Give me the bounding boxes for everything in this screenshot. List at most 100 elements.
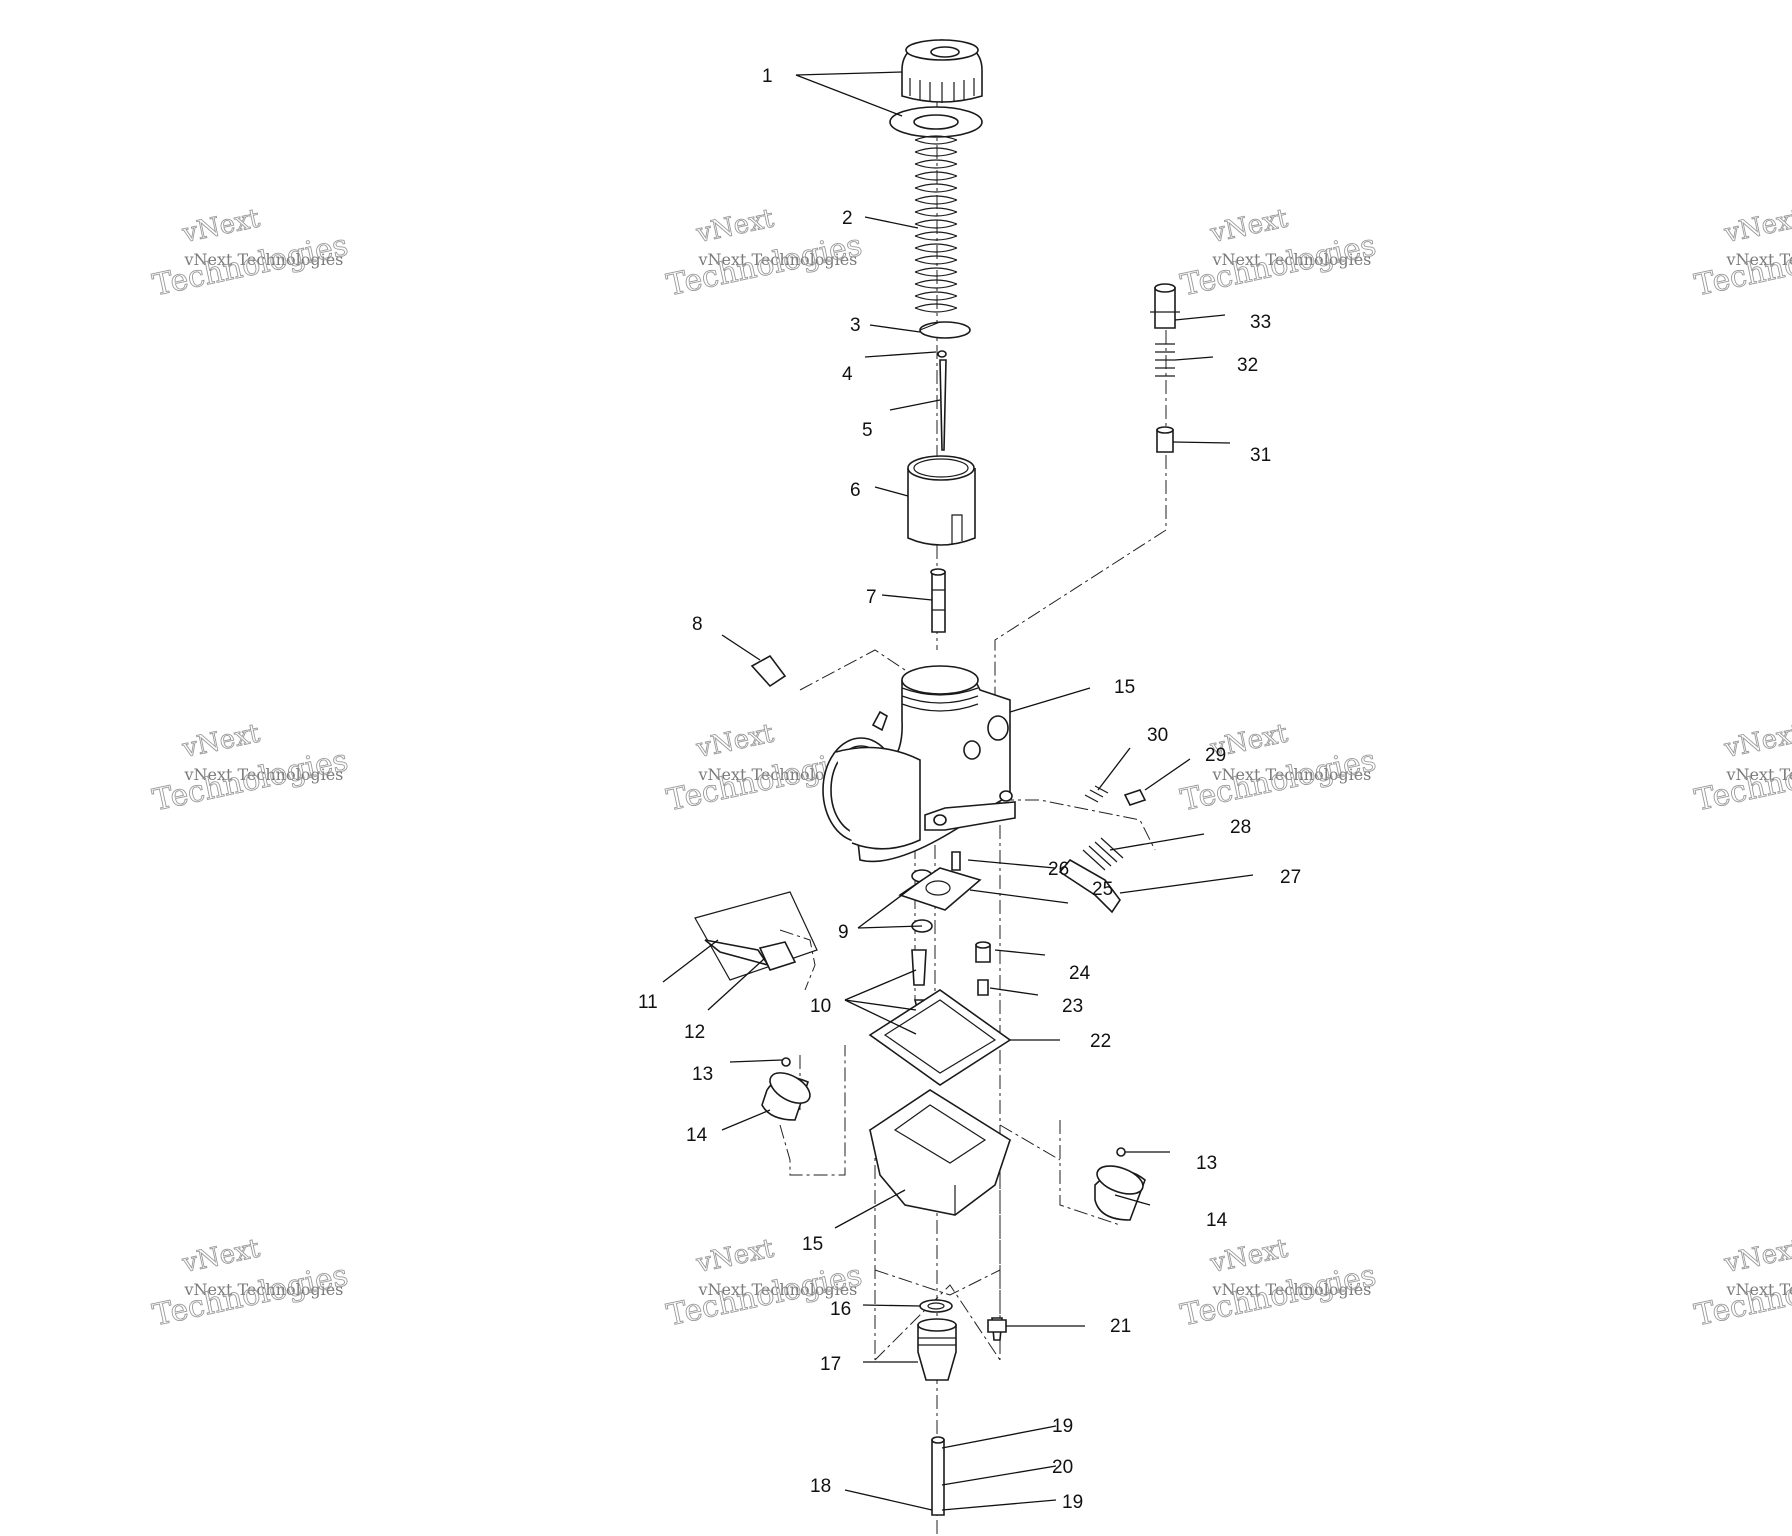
callout-labels: 1 2 3 4 5 6 7 8 9 10 11 12 13 14 13 14 1… bbox=[638, 66, 1301, 1513]
part-pilot-screw bbox=[1123, 789, 1147, 806]
part-air-screw bbox=[1058, 858, 1121, 914]
svg-text:vNext Technologies: vNext Technologies bbox=[1725, 250, 1792, 269]
callout-22: 22 bbox=[1090, 1031, 1111, 1052]
callout-20: 20 bbox=[1052, 1457, 1073, 1478]
callout-9: 9 bbox=[838, 922, 849, 943]
svg-text:vNext: vNext bbox=[1721, 1233, 1792, 1279]
watermark: vNext vNext Technologies Technologies bbox=[149, 203, 351, 304]
callout-25: 25 bbox=[1092, 879, 1113, 900]
assembly-dash-lines bbox=[779, 95, 1167, 1536]
callout-28: 28 bbox=[1230, 817, 1251, 838]
callout-10: 10 bbox=[810, 996, 831, 1017]
callout-19-bottom: 19 bbox=[1062, 1492, 1083, 1513]
callout-13-right: 13 bbox=[1196, 1153, 1217, 1174]
svg-text:Technologies: Technologies bbox=[664, 228, 865, 304]
watermark: vNext vNext Technologies Technologies bbox=[1691, 1233, 1792, 1334]
part-washer bbox=[889, 106, 983, 138]
svg-text:Technologies: Technologies bbox=[150, 743, 351, 819]
part-clip bbox=[937, 350, 947, 358]
svg-text:vNext Technologies: vNext Technologies bbox=[697, 250, 857, 269]
part-pilot-jet bbox=[951, 851, 961, 871]
part-starter-spring bbox=[1155, 343, 1175, 377]
svg-text:vNext Technologies: vNext Technologies bbox=[183, 1280, 343, 1299]
part-pilot-screw-spring bbox=[1084, 785, 1109, 803]
part-pin bbox=[750, 654, 787, 688]
part-spring bbox=[914, 135, 958, 313]
part-starter-nut bbox=[1150, 283, 1180, 329]
callout-33: 33 bbox=[1250, 312, 1271, 333]
part-drain-tube bbox=[931, 1436, 945, 1516]
callout-24: 24 bbox=[1069, 963, 1091, 984]
svg-text:vNext: vNext bbox=[179, 1233, 263, 1279]
callout-8: 8 bbox=[692, 614, 703, 635]
callout-15-top: 15 bbox=[1114, 677, 1135, 698]
svg-text:vNext: vNext bbox=[693, 718, 777, 764]
callout-17: 17 bbox=[820, 1354, 841, 1375]
svg-text:vNext Technologies: vNext Technologies bbox=[1211, 1280, 1371, 1299]
part-gasket-plate bbox=[898, 867, 982, 911]
svg-text:vNext: vNext bbox=[1721, 203, 1792, 249]
watermark: vNext vNext Technologies Technologies bbox=[149, 718, 351, 819]
svg-text:Technologies: Technologies bbox=[664, 1258, 865, 1334]
svg-text:Technologies: Technologies bbox=[1178, 1258, 1379, 1334]
watermark: vNext vNext Technologies Technologies bbox=[663, 203, 865, 304]
callout-27: 27 bbox=[1280, 867, 1301, 888]
part-drain-washer bbox=[919, 1299, 953, 1313]
callout-13-left: 13 bbox=[692, 1064, 713, 1085]
watermark: vNext vNext Technologies Technologies bbox=[1691, 203, 1792, 304]
svg-text:vNext Technologies: vNext Technologies bbox=[1211, 250, 1371, 269]
part-carburetor-body bbox=[822, 665, 1016, 863]
part-starter-plunger bbox=[1156, 426, 1174, 453]
watermark: vNext vNext Technologies Technologies bbox=[1177, 203, 1379, 304]
svg-text:Technologies: Technologies bbox=[1178, 228, 1379, 304]
callout-30: 30 bbox=[1147, 725, 1168, 746]
watermark: vNext vNext Technologies Technologies bbox=[149, 1233, 351, 1334]
part-drain-plug bbox=[917, 1318, 957, 1381]
callout-19-top: 19 bbox=[1052, 1416, 1073, 1437]
part-float-arm bbox=[694, 891, 818, 981]
callout-6: 6 bbox=[850, 480, 861, 501]
svg-text:vNext: vNext bbox=[1207, 203, 1291, 249]
callout-7: 7 bbox=[866, 587, 877, 608]
svg-text:vNext: vNext bbox=[179, 203, 263, 249]
callout-12: 12 bbox=[684, 1022, 705, 1043]
watermark: vNext vNext Technologies Technologies bbox=[663, 1233, 865, 1334]
watermark: vNext vNext Technologies Technologies bbox=[1691, 718, 1792, 819]
watermark: vNext vNext Technologies Technologies bbox=[1177, 718, 1379, 819]
part-main-jet bbox=[977, 979, 989, 996]
part-float-left bbox=[761, 1057, 811, 1121]
svg-text:vNext: vNext bbox=[1721, 718, 1792, 764]
leader-lines bbox=[662, 71, 1254, 1511]
part-float-bowl bbox=[868, 1089, 1012, 1216]
callout-31: 31 bbox=[1250, 445, 1271, 466]
callout-14-left: 14 bbox=[686, 1125, 708, 1146]
callout-14-right: 14 bbox=[1206, 1210, 1228, 1231]
svg-text:Technologies: Technologies bbox=[150, 1258, 351, 1334]
svg-text:vNext: vNext bbox=[693, 203, 777, 249]
callout-11: 11 bbox=[638, 992, 658, 1013]
svg-text:vNext Technologies: vNext Technologies bbox=[1725, 765, 1792, 784]
callout-16: 16 bbox=[830, 1299, 851, 1320]
callout-23: 23 bbox=[1062, 996, 1083, 1017]
part-bowl-screw bbox=[987, 1317, 1007, 1341]
callout-2: 2 bbox=[842, 208, 853, 229]
svg-text:vNext: vNext bbox=[1207, 1233, 1291, 1279]
callout-1: 1 bbox=[762, 66, 773, 87]
callout-32: 32 bbox=[1237, 355, 1258, 376]
watermark: vNext vNext Technologies Technologies bbox=[1177, 1233, 1379, 1334]
callout-5: 5 bbox=[862, 420, 873, 441]
part-retainer-plate bbox=[919, 321, 971, 339]
svg-text:Technologies: Technologies bbox=[150, 228, 351, 304]
part-needle bbox=[939, 359, 947, 451]
part-bowl-gasket bbox=[868, 989, 1012, 1086]
part-throttle-slide bbox=[907, 455, 976, 546]
callout-15-bottom: 15 bbox=[802, 1234, 823, 1255]
part-main-jet-holder bbox=[975, 941, 991, 963]
callout-3: 3 bbox=[850, 315, 861, 336]
part-float-right bbox=[1094, 1147, 1146, 1221]
part-cap bbox=[901, 39, 983, 103]
callout-29: 29 bbox=[1205, 745, 1226, 766]
svg-text:vNext Technologies: vNext Technologies bbox=[183, 250, 343, 269]
callout-18: 18 bbox=[810, 1476, 831, 1497]
